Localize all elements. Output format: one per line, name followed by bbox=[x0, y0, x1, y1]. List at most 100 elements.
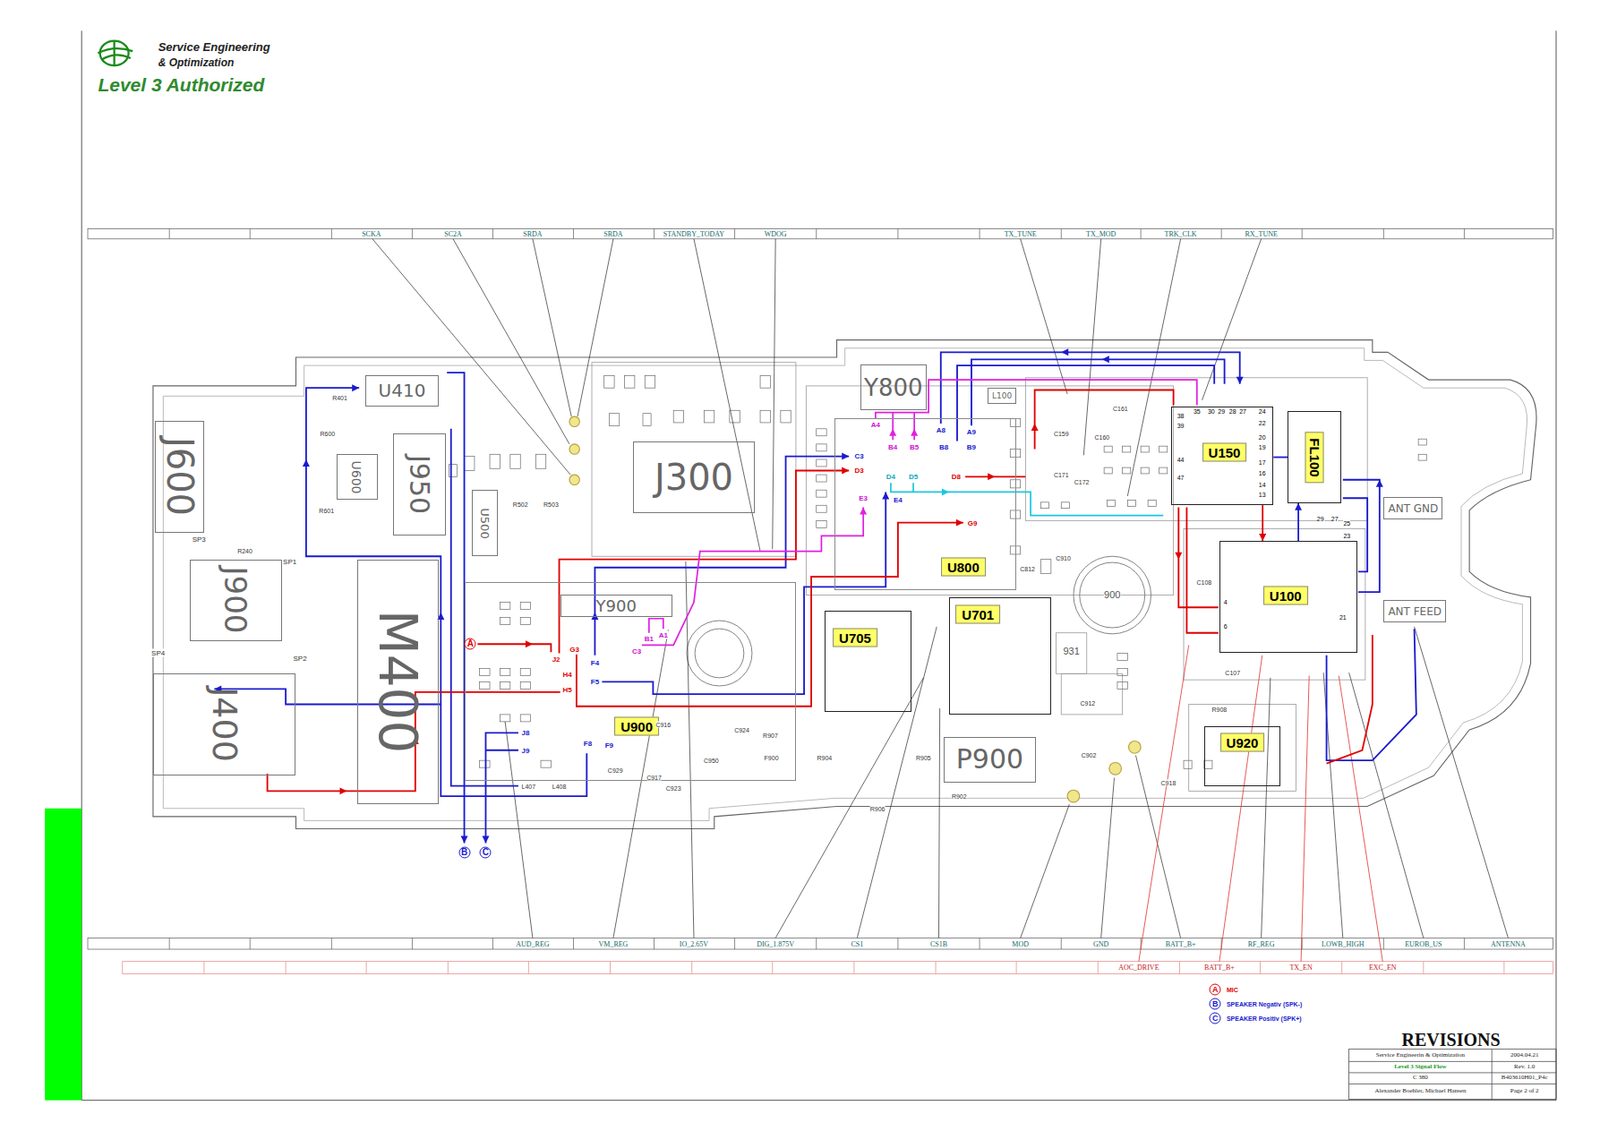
part-ref: R601 bbox=[318, 506, 334, 514]
pad-footprint bbox=[1117, 653, 1128, 661]
part-ref: R401 bbox=[332, 394, 348, 402]
signal-name: CS1 bbox=[850, 940, 864, 949]
pad-footprint bbox=[540, 760, 551, 768]
signal-name: EUROB_US bbox=[1404, 940, 1442, 949]
part-outline: J400 bbox=[153, 673, 297, 776]
part-ref: C171 bbox=[1053, 470, 1070, 478]
signal-connector bbox=[1273, 456, 1288, 459]
signal-name: WDOG bbox=[764, 229, 788, 238]
part-outline: J600 bbox=[154, 420, 205, 533]
legend-letter: A bbox=[1212, 984, 1219, 994]
pad-footprint bbox=[479, 681, 490, 689]
signal-name: TRK_CLK bbox=[1164, 229, 1198, 238]
pad-footprint bbox=[1418, 438, 1427, 445]
pin-label: G3 bbox=[568, 644, 581, 653]
pin-label: F9 bbox=[604, 740, 615, 749]
part-ref: C918 bbox=[1161, 779, 1177, 787]
pad-footprint bbox=[520, 668, 531, 676]
pin-number: 25 bbox=[1343, 519, 1351, 526]
pad-footprint bbox=[1009, 479, 1020, 488]
pin-number: 28 bbox=[1229, 408, 1237, 415]
part-name: U410 bbox=[378, 381, 427, 400]
pad-footprint bbox=[1122, 445, 1131, 453]
part-ref: C812 bbox=[1019, 564, 1036, 572]
revision-cell: B403610H01_P4c bbox=[1501, 1073, 1549, 1081]
pad-footprint bbox=[816, 428, 827, 437]
part-outline: P900 bbox=[943, 736, 1036, 783]
part-outline: ANT FEED bbox=[1383, 599, 1446, 623]
leader-lines-red bbox=[1138, 644, 1383, 961]
pad-footprint bbox=[642, 413, 651, 427]
part-ref: R905 bbox=[915, 753, 932, 761]
part-ref: R907 bbox=[762, 731, 779, 738]
pin-number: 19 bbox=[1258, 444, 1267, 451]
part-ref: C950 bbox=[703, 757, 719, 764]
revision-cell: Alexander Boehler, Michael Hansen bbox=[1374, 1086, 1466, 1095]
pin-number: 17 bbox=[1258, 459, 1267, 466]
part-ref: 900 bbox=[1103, 589, 1121, 600]
legend-text: SPEAKER Negativ (SPK-) bbox=[1226, 1001, 1302, 1008]
part-ref: R906 bbox=[870, 804, 886, 812]
board-outline bbox=[153, 340, 1537, 830]
revision-cell: Page 2 of 2 bbox=[1510, 1086, 1540, 1095]
signal-name: STANDBY_TODAY bbox=[663, 229, 725, 238]
pad-footprint bbox=[479, 668, 490, 676]
component-box: U920 bbox=[1204, 726, 1281, 786]
pin-label: A4 bbox=[870, 420, 882, 429]
part-name: J600 bbox=[162, 436, 198, 516]
signal-name: SRDA bbox=[522, 229, 542, 238]
part-ref: R904 bbox=[816, 753, 832, 761]
pin-label: E3 bbox=[857, 494, 869, 503]
pad-footprint bbox=[520, 617, 531, 625]
part-name: Y800 bbox=[864, 376, 924, 400]
signal-name: SCKA bbox=[361, 229, 381, 238]
pad-footprint bbox=[1140, 467, 1149, 474]
part-name: Y900 bbox=[596, 598, 637, 615]
pad-footprint bbox=[729, 410, 740, 423]
pad-footprint bbox=[1418, 453, 1427, 461]
arrowheads-cyan bbox=[941, 487, 950, 496]
pad-footprint bbox=[1009, 418, 1020, 427]
pin-label: A9 bbox=[966, 427, 977, 437]
signal-connector bbox=[1297, 503, 1300, 541]
pad-footprint bbox=[673, 410, 684, 423]
pad-footprint bbox=[489, 453, 500, 469]
part-ref: R600 bbox=[319, 430, 335, 437]
pin-label: F4 bbox=[590, 658, 600, 667]
part-outline: J900 bbox=[189, 559, 283, 642]
pin-label: D5 bbox=[907, 472, 919, 481]
part-name: U500 bbox=[479, 507, 491, 539]
pin-label: B4 bbox=[887, 443, 899, 452]
marker-letter: A bbox=[464, 638, 477, 651]
signal-name: MOD bbox=[1011, 940, 1029, 949]
pin-label: G9 bbox=[966, 518, 979, 527]
pin-number: 39 bbox=[1177, 422, 1185, 429]
legend-letter: B bbox=[1212, 999, 1219, 1009]
legend-letter: C bbox=[1212, 1013, 1219, 1023]
pin-label: J9 bbox=[520, 745, 531, 754]
signal-name: TX_MOD bbox=[1086, 229, 1116, 238]
component-label: U900 bbox=[614, 717, 659, 736]
pad-footprint bbox=[816, 444, 827, 452]
pad-footprint bbox=[499, 681, 510, 689]
pin-number: 27 bbox=[1239, 408, 1247, 415]
header-text: & Optimization bbox=[158, 56, 235, 69]
signal-table-top bbox=[87, 228, 1554, 239]
part-name: L100 bbox=[992, 392, 1012, 401]
component-box: U701 bbox=[949, 597, 1052, 715]
signal-connector bbox=[1261, 504, 1264, 541]
part-ref: F900 bbox=[764, 753, 779, 761]
pin-label: F8 bbox=[582, 738, 593, 747]
revision-cell: C 380 bbox=[1412, 1073, 1429, 1081]
pad-footprint bbox=[1103, 445, 1113, 453]
part-ref: C916 bbox=[655, 721, 671, 728]
pin-label: D3 bbox=[853, 466, 865, 475]
pad-footprint bbox=[1060, 502, 1070, 509]
pad-footprint bbox=[479, 760, 490, 768]
pin-label: E4 bbox=[892, 496, 904, 505]
leader-lines bbox=[372, 239, 1508, 939]
pad-footprint bbox=[816, 474, 827, 482]
component-box: U100 bbox=[1219, 540, 1358, 653]
